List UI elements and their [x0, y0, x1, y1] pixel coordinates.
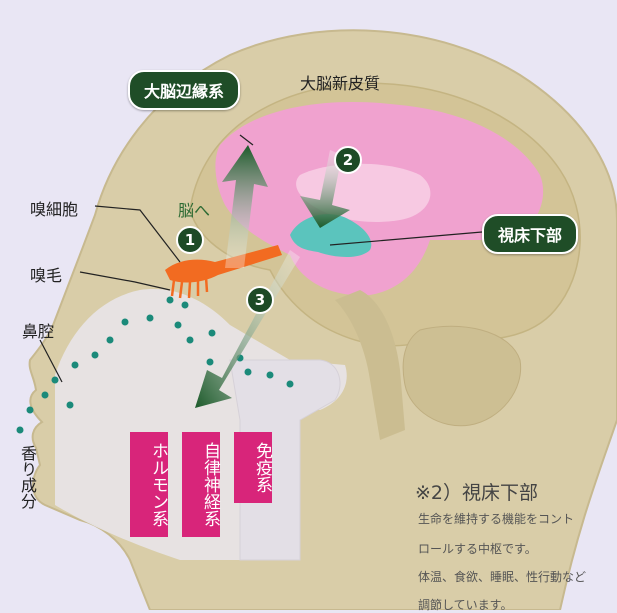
nasal-cavity-label: 鼻腔: [22, 322, 55, 341]
note-line: ロールする中枢です。: [418, 542, 537, 556]
nasal-cavity-shape: [55, 289, 347, 560]
olfactory-hairs: [170, 276, 209, 299]
hypothalamus-pill: 視床下部: [482, 214, 579, 254]
limbic-system-pill: 大脳辺縁系: [128, 70, 241, 110]
olfactory-hair-label: 嗅毛: [30, 266, 63, 285]
throat-shape: [229, 359, 341, 561]
step-2-badge: 2: [334, 146, 362, 174]
pointer-lines: [39, 134, 483, 383]
step-3-badge: 3: [246, 286, 274, 314]
brainstem: [335, 290, 405, 440]
autonomic-system-box: 自律神経系: [182, 432, 220, 537]
aroma-components-label: 香り成分: [18, 445, 37, 509]
note-title: ※2）視床下部: [415, 482, 539, 504]
note-line: 生命を維持する機能をコント: [418, 512, 575, 526]
arrow-3: [195, 250, 300, 408]
arrow-1: [222, 145, 268, 268]
step-1-badge: 1: [176, 226, 204, 254]
neocortex-label: 大脳新皮質: [300, 74, 381, 93]
hormone-system-box: ホルモン系: [130, 432, 168, 537]
note-line: 調節しています。: [418, 598, 513, 612]
hypothalamus-shape: [290, 214, 372, 257]
olfactory-bulb: [165, 245, 282, 283]
immune-system-box: 免疫系: [234, 432, 272, 503]
olfactory-cell-label: 嗅細胞: [30, 200, 79, 219]
to-brain-label: 脳へ: [178, 201, 211, 220]
note-line: 体温、食欲、睡眠、性行動など: [418, 570, 587, 584]
cerebellum: [402, 325, 522, 427]
